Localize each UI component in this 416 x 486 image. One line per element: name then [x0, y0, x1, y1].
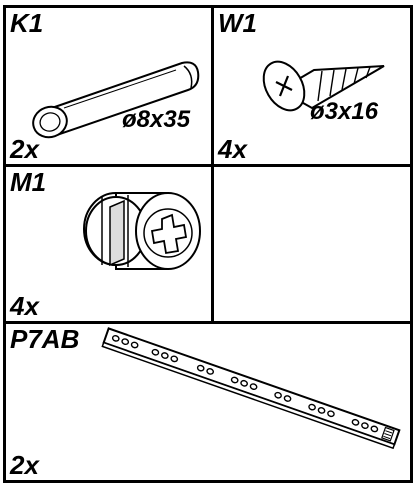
part-quantity-w1: 4x: [218, 134, 247, 164]
part-code-w1: W1: [218, 8, 257, 38]
part-quantity-k1: 2x: [10, 134, 39, 164]
part-dimension-w1: ø3x16: [310, 98, 379, 125]
part-cell-empty: [211, 164, 413, 324]
part-quantity-m1: 4x: [10, 291, 39, 321]
part-code-m1: M1: [10, 167, 47, 197]
part-cell-m1: M1 4x: [3, 164, 214, 324]
cam-lock-icon: [83, 192, 201, 270]
part-code-p7ab: P7AB: [10, 324, 80, 354]
dowel-icon: [32, 61, 200, 139]
screw-icon: [262, 60, 385, 112]
part-cell-k1: K1 ø8x35 2x: [3, 5, 214, 167]
shelf-pin-strip-icon: [101, 327, 401, 450]
part-cell-p7ab: P7AB: [3, 321, 413, 483]
part-dimension-k1: ø8x35: [122, 106, 191, 133]
part-quantity-p7ab: 2x: [10, 450, 39, 480]
part-cell-w1: W1 ø3x16 4x: [211, 5, 413, 167]
part-code-k1: K1: [10, 8, 44, 38]
